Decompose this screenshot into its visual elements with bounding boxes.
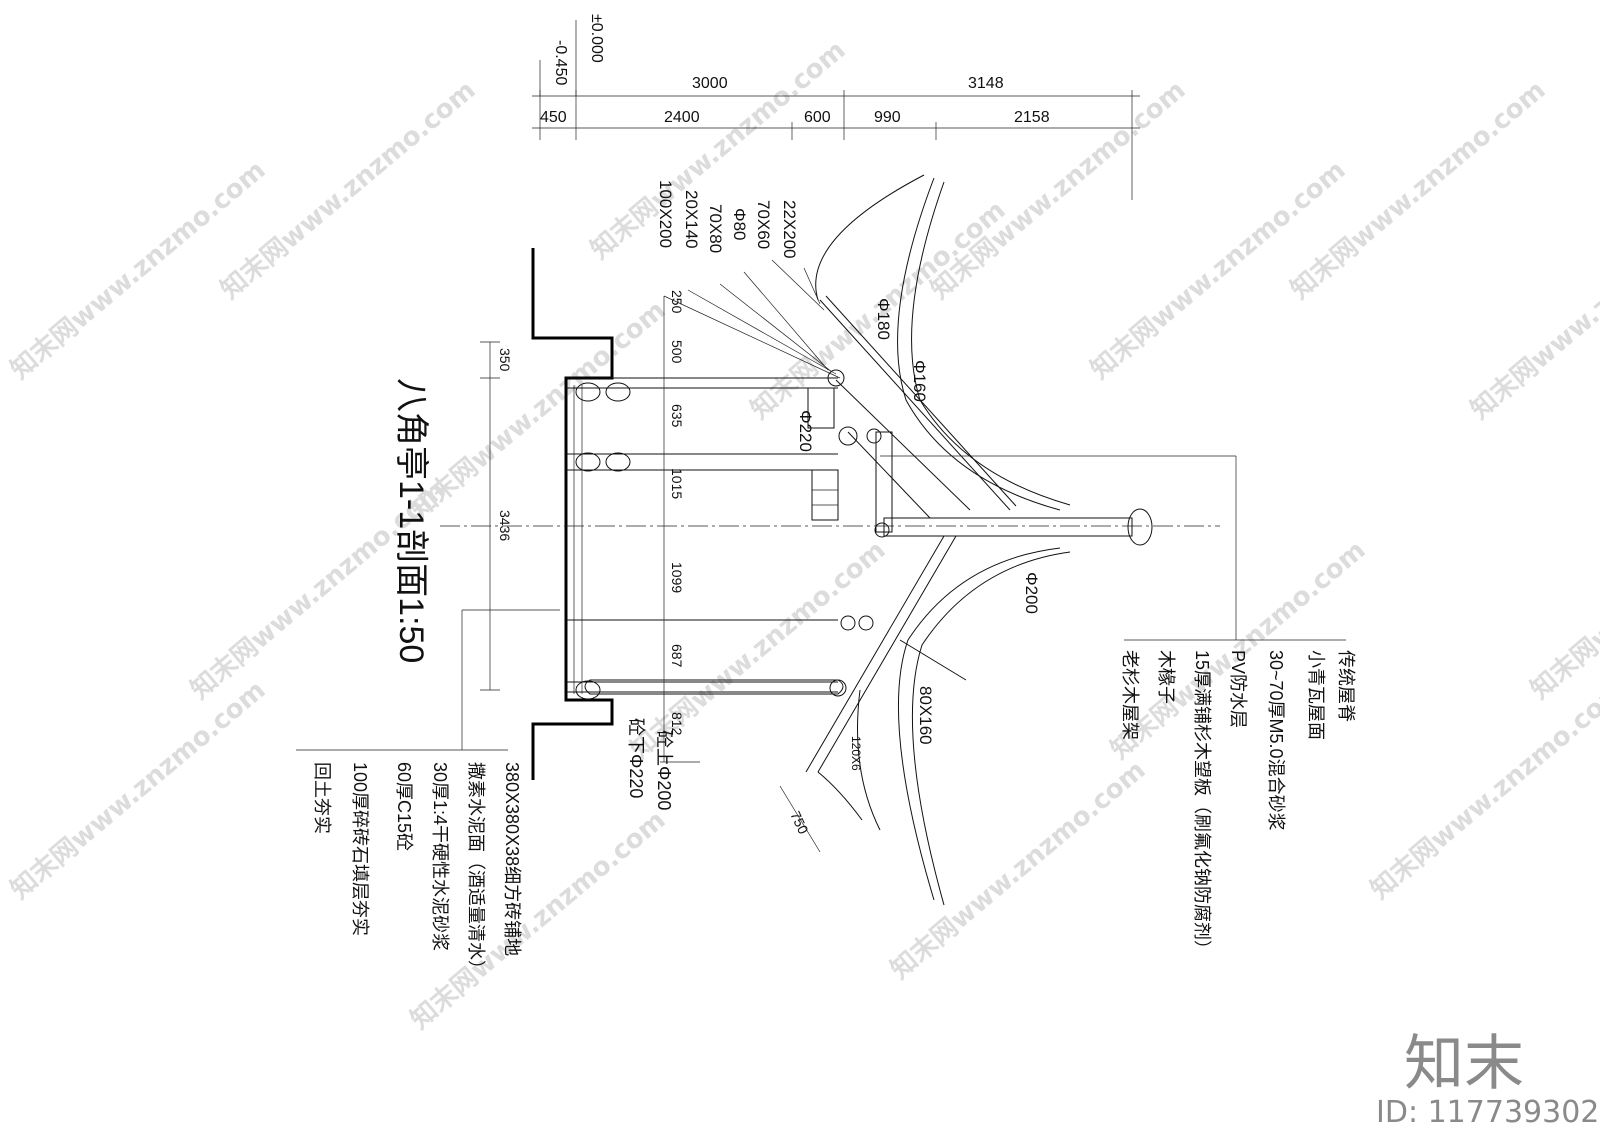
roof-note-truss: 老杉木屋架 xyxy=(1120,650,1140,740)
dim-600: 600 xyxy=(804,109,831,126)
drawing-title: 八角亭1-1剖面1:50 xyxy=(392,378,430,663)
dia-220: Φ220 xyxy=(796,410,815,452)
elevation-zero: ±0.000 xyxy=(588,14,605,63)
dim-350: 350 xyxy=(497,348,513,372)
elevation-minus: -0.450 xyxy=(552,40,569,85)
dim-500: 500 xyxy=(669,340,685,364)
floor-note-tile: 380X380X38细方砖铺地 xyxy=(502,762,522,956)
dim-total-3148: 3148 xyxy=(968,75,1004,92)
size-80x160: 80X160 xyxy=(916,686,935,745)
size-100x200: 100X200 xyxy=(656,180,675,248)
dim-1015: 1015 xyxy=(669,468,685,499)
dia-200: Φ200 xyxy=(1022,572,1041,614)
roof-note-board: 15厚满铺杉木望板（刷氟化钠防腐剂） xyxy=(1192,650,1212,958)
watermark-text: 知末网www.znzmo.com xyxy=(1525,475,1600,705)
roof-note-rafter: 木椽子 xyxy=(1156,650,1176,704)
floor-note-backfill: 回土夯实 xyxy=(312,762,332,834)
dim-635: 635 xyxy=(669,404,685,428)
dim-450: 450 xyxy=(540,109,567,126)
dim-total-3000: 3000 xyxy=(692,75,728,92)
dim-1099: 1099 xyxy=(669,562,685,593)
size-phi80: Φ80 xyxy=(730,208,749,240)
brand-logo-text: 知末 xyxy=(1404,1029,1524,1099)
watermark-text: 知末网www.znzmo.com xyxy=(1465,195,1600,425)
dim-990: 990 xyxy=(874,109,901,126)
size-22x200: 22X200 xyxy=(780,200,799,259)
dim-3436: 3436 xyxy=(497,510,513,541)
annotation-layer: 八角亭1-1剖面1:50 ±0.000 -0.450 3000 3148 450… xyxy=(312,14,1600,1130)
dim-812: 812 xyxy=(669,712,685,736)
floor-note-cement: 撒素水泥面（酒适量清水） xyxy=(466,762,486,978)
size-120x6: 120X6 xyxy=(849,736,863,771)
size-20x140: 20X140 xyxy=(682,190,701,249)
watermark-text: 知末网www.znzmo.com xyxy=(1365,675,1600,905)
structure-linework xyxy=(296,20,1346,906)
roof-note-mortar: 30~70厚M5.0混合砂浆 xyxy=(1266,650,1286,831)
image-id-label: ID: 1177393027 xyxy=(1376,1095,1600,1130)
watermark-layer: 知末网www.znzmo.com知末网www.znzmo.com知末网www.z… xyxy=(5,35,1600,1035)
roof-note-tile: 小青瓦屋面 xyxy=(1306,650,1326,740)
dim-687: 687 xyxy=(669,644,685,668)
dim-2400: 2400 xyxy=(664,109,700,126)
column-bottom-label: 砼下Φ220 xyxy=(626,718,646,798)
dia-160: Φ160 xyxy=(910,360,929,402)
roof-note-waterproof: PV防水层 xyxy=(1228,650,1248,728)
dim-250: 250 xyxy=(669,290,685,314)
dim-2158: 2158 xyxy=(1014,109,1050,126)
column-top-label: 砼上Φ200 xyxy=(654,730,674,810)
floor-note-concrete: 60厚C15砼 xyxy=(394,762,414,851)
floor-note-mortar: 30厚1:4干硬性水泥砂浆 xyxy=(430,762,450,951)
roof-note-ridge: 传统屋脊 xyxy=(1336,650,1356,722)
watermark-text: 知末网www.znzmo.com xyxy=(925,75,1191,305)
size-70x60: 70X60 xyxy=(754,200,773,249)
watermark-text: 知末网www.znzmo.com xyxy=(5,675,271,905)
dia-180: Φ180 xyxy=(874,298,893,340)
size-70x80: 70X80 xyxy=(706,204,725,253)
floor-note-rubble: 100厚碎砖石填层夯实 xyxy=(350,762,370,936)
